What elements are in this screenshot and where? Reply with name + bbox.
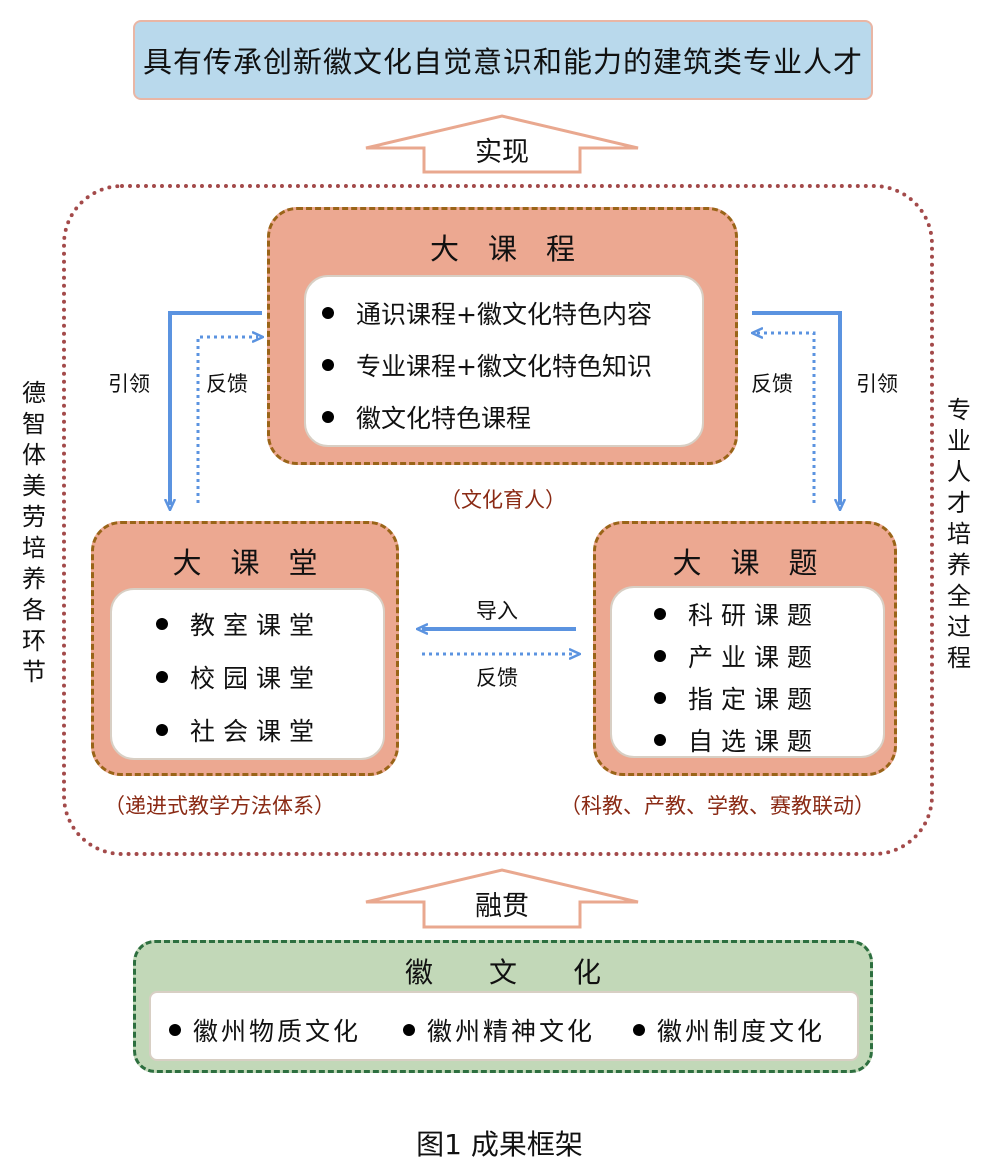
left-lead-arrow [170,311,262,505]
goal-box: 具有传承创新徽文化自觉意识和能力的建筑类专业人才 [133,20,873,100]
classroom-list: 教室课堂 校园课堂 社会课堂 [110,588,385,760]
realize-label: 实现 [475,137,529,168]
left-feedback-label: 反馈 [206,372,248,396]
classroom-box: 大 课 堂 教室课堂 校园课堂 社会课堂 [91,521,399,776]
bullet-icon [156,671,168,683]
culture-item: 徽州物质文化 [169,1012,361,1048]
right-feedback-label: 反馈 [751,372,793,396]
culture-item: 徽州精神文化 [403,1012,595,1048]
topic-list: 科研课题 产业课题 指定课题 自选课题 [610,586,885,758]
culture-list: 徽州物质文化 徽州精神文化 徽州制度文化 [149,991,859,1061]
culture-box: 徽 文 化 徽州物质文化 徽州精神文化 徽州制度文化 [133,940,873,1073]
topic-item: 科研课题 [654,596,820,632]
bullet-icon [654,692,666,704]
course-title: 大 课 程 [429,232,575,266]
realize-arrow [365,114,639,174]
course-caption: （文化育人） [440,488,566,512]
bullet-icon [403,1024,415,1036]
bullet-icon [654,734,666,746]
integrate-label: 融贯 [475,891,529,922]
bullet-icon [322,307,334,319]
culture-title: 徽 文 化 [404,956,601,989]
course-list: 通识课程+徽文化特色内容 专业课程+徽文化特色知识 徽文化特色课程 [304,275,704,447]
left-side-text: 德智体美劳培养各环节 [22,379,46,686]
figure-caption: 图1 成果框架 [416,1128,583,1161]
bullet-icon [654,650,666,662]
course-item: 通识课程+徽文化特色内容 [322,295,652,331]
bullet-icon [169,1024,181,1036]
import-label: 导入 [476,599,518,623]
course-box: 大 课 程 通识课程+徽文化特色内容 专业课程+徽文化特色知识 徽文化特色课程 [267,207,738,465]
bullet-icon [654,608,666,620]
middle-feedback-label: 反馈 [476,666,518,690]
classroom-title: 大 课 堂 [172,546,318,580]
bullet-icon [156,618,168,630]
bullet-icon [633,1024,645,1036]
topic-item: 自选课题 [654,722,820,758]
integrate-arrow [365,868,639,929]
outer-frame [62,184,934,856]
topic-caption: （科教、产教、学教、赛教联动） [560,794,875,818]
right-feedback-arrow [757,333,816,503]
course-item: 专业课程+徽文化特色知识 [322,347,652,383]
classroom-item: 校园课堂 [156,659,322,695]
classroom-item: 教室课堂 [156,606,322,642]
topic-item: 产业课题 [654,638,820,674]
topic-box: 大 课 题 科研课题 产业课题 指定课题 自选课题 [593,521,897,776]
culture-item: 徽州制度文化 [633,1012,825,1048]
bullet-icon [322,411,334,423]
left-feedback-arrow [196,337,258,503]
left-lead-label: 引领 [108,372,150,396]
goal-text: 具有传承创新徽文化自觉意识和能力的建筑类专业人才 [142,45,863,79]
classroom-caption: （递进式教学方法体系） [104,794,335,818]
right-lead-label: 引领 [856,372,898,396]
topic-title: 大 课 题 [672,546,818,580]
classroom-item: 社会课堂 [156,712,322,748]
right-lead-arrow [752,311,840,505]
bullet-icon [322,359,334,371]
topic-item: 指定课题 [654,680,820,716]
bullet-icon [156,724,168,736]
right-side-text: 专业人才培养全过程 [947,396,971,672]
course-item: 徽文化特色课程 [322,399,531,435]
